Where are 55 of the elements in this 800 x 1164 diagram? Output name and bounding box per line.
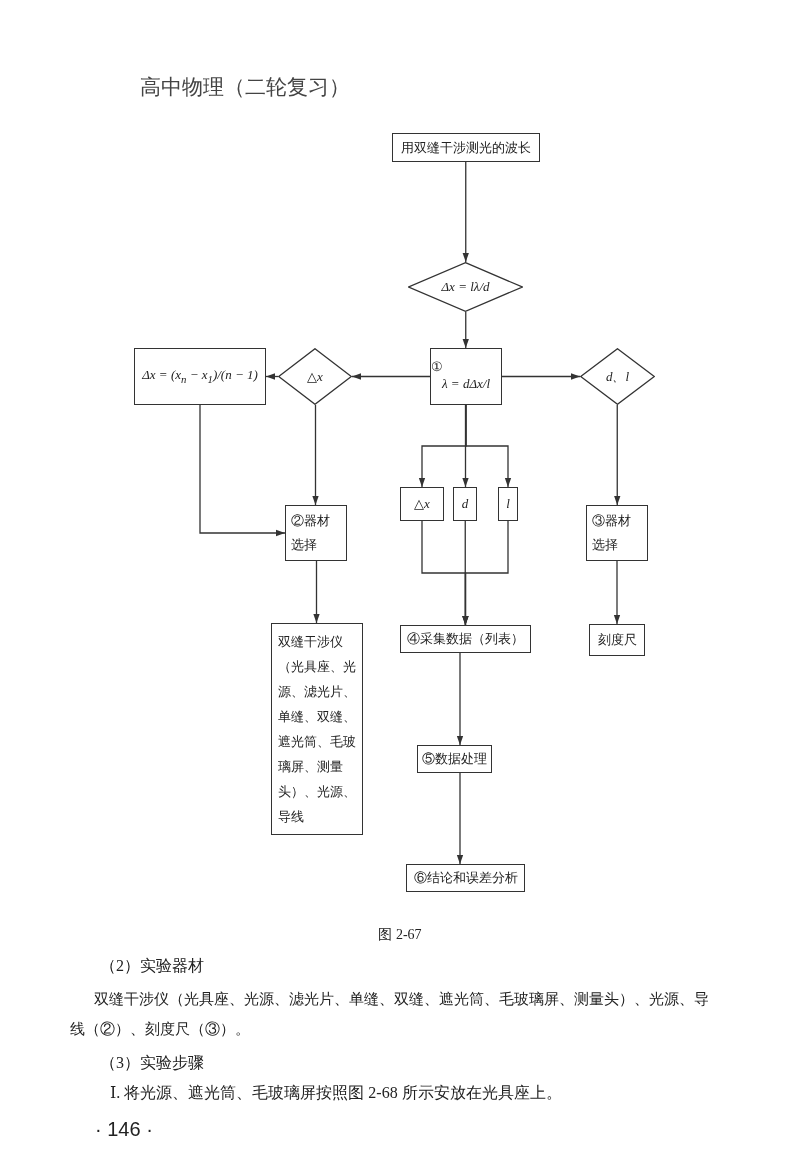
process-box [586, 505, 648, 561]
decision-diamond [278, 348, 352, 405]
arrow [313, 560, 320, 624]
node-label: 刻度尺 [597, 631, 637, 649]
node-label: ④采集数据（列表） [407, 630, 524, 648]
page-number: · 146 · [95, 1117, 154, 1142]
section-heading: （2）实验器材 [100, 956, 205, 976]
node-label: l [506, 495, 510, 513]
process-box [498, 487, 518, 521]
step-number: ① [431, 359, 443, 374]
process-box [392, 133, 540, 162]
node-label: Δx = lλ/d [441, 278, 490, 296]
arrow [265, 373, 279, 380]
node-label: Δx = (x$_{n}$ − x$_{1}$)/(n − 1) [142, 365, 258, 387]
arrow [613, 560, 621, 625]
process-box [285, 505, 347, 561]
process-box [589, 624, 645, 656]
node-label: △x [307, 367, 323, 386]
node-label: d [461, 495, 469, 513]
arrow [456, 772, 464, 865]
arrow [465, 404, 512, 488]
process-box [430, 348, 502, 405]
node-label: ⑤数据处理 [422, 750, 487, 768]
arrow [462, 520, 509, 626]
arrow [199, 404, 286, 537]
arrow [462, 161, 469, 263]
node-label: ③器材选择 [592, 512, 632, 554]
arrow [456, 652, 464, 746]
node-label: 用双缝干涉测光的波长 [401, 138, 531, 157]
node-label: 双缝干涉仪（光具座、光源、滤光片、单缝、双缝、遮光筒、毛玻璃屏、测量头）、光源、导线 [278, 633, 356, 826]
process-box [406, 864, 525, 892]
arrow [351, 373, 431, 380]
paragraph: 双缝干涉仪（光具座、光源、滤光片、单缝、双缝、遮光筒、毛玻璃屏、测量头）、光源、导线（②）、刻度尺（③）。 [70, 990, 710, 1039]
arrow [462, 311, 469, 349]
process-box [417, 745, 492, 773]
process-box [453, 487, 477, 521]
node-label: λ = dΔx/l [442, 375, 490, 393]
arrow [462, 520, 469, 626]
node-label: △x [414, 495, 430, 513]
process-box [271, 623, 363, 835]
figure-caption: 图 2-67 [377, 926, 423, 944]
arrow [501, 373, 581, 380]
process-box [400, 487, 444, 521]
running-header: 高中物理（二轮复习） [140, 74, 351, 100]
process-box [400, 625, 531, 653]
node-label: ②器材选择 [291, 512, 331, 554]
arrow [614, 404, 621, 506]
decision-diamond [408, 262, 523, 312]
node-label: d、l [605, 367, 630, 386]
arrow [312, 404, 319, 506]
node-label: ⑥结论和误差分析 [413, 869, 518, 887]
section-heading: （3）实验步骤 [100, 1053, 205, 1073]
process-box [134, 348, 266, 405]
decision-diamond [580, 348, 655, 405]
paragraph: Ⅰ. 将光源、遮光筒、毛玻璃屏按照图 2-68 所示安放在光具座上。 [110, 1083, 563, 1103]
